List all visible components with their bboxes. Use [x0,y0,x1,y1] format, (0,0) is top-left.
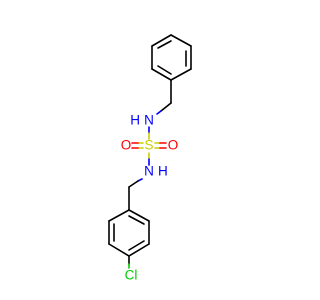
ch2-n-bond-carbon [160,102,172,112]
top-benzene-ring [151,34,192,81]
atom-nitrogen-bottom: N [144,164,154,179]
atom-hydrogen-bottom: H [158,164,168,179]
atom-oxygen-left: O [121,138,132,153]
molecule-structure-diagram: N H S O O N H Cl [108,34,192,283]
atom-oxygen-right: O [168,138,179,153]
atom-sulfur: S [144,138,153,153]
atom-nitrogen-top: N [144,113,154,128]
n-ch2-bond-lower-c [128,180,139,188]
atom-hydrogen-top: H [130,113,140,128]
ch2-n-bond-nitrogen [156,110,162,115]
atom-chlorine: Cl [125,268,138,283]
bottom-benzene-ring [108,209,150,257]
